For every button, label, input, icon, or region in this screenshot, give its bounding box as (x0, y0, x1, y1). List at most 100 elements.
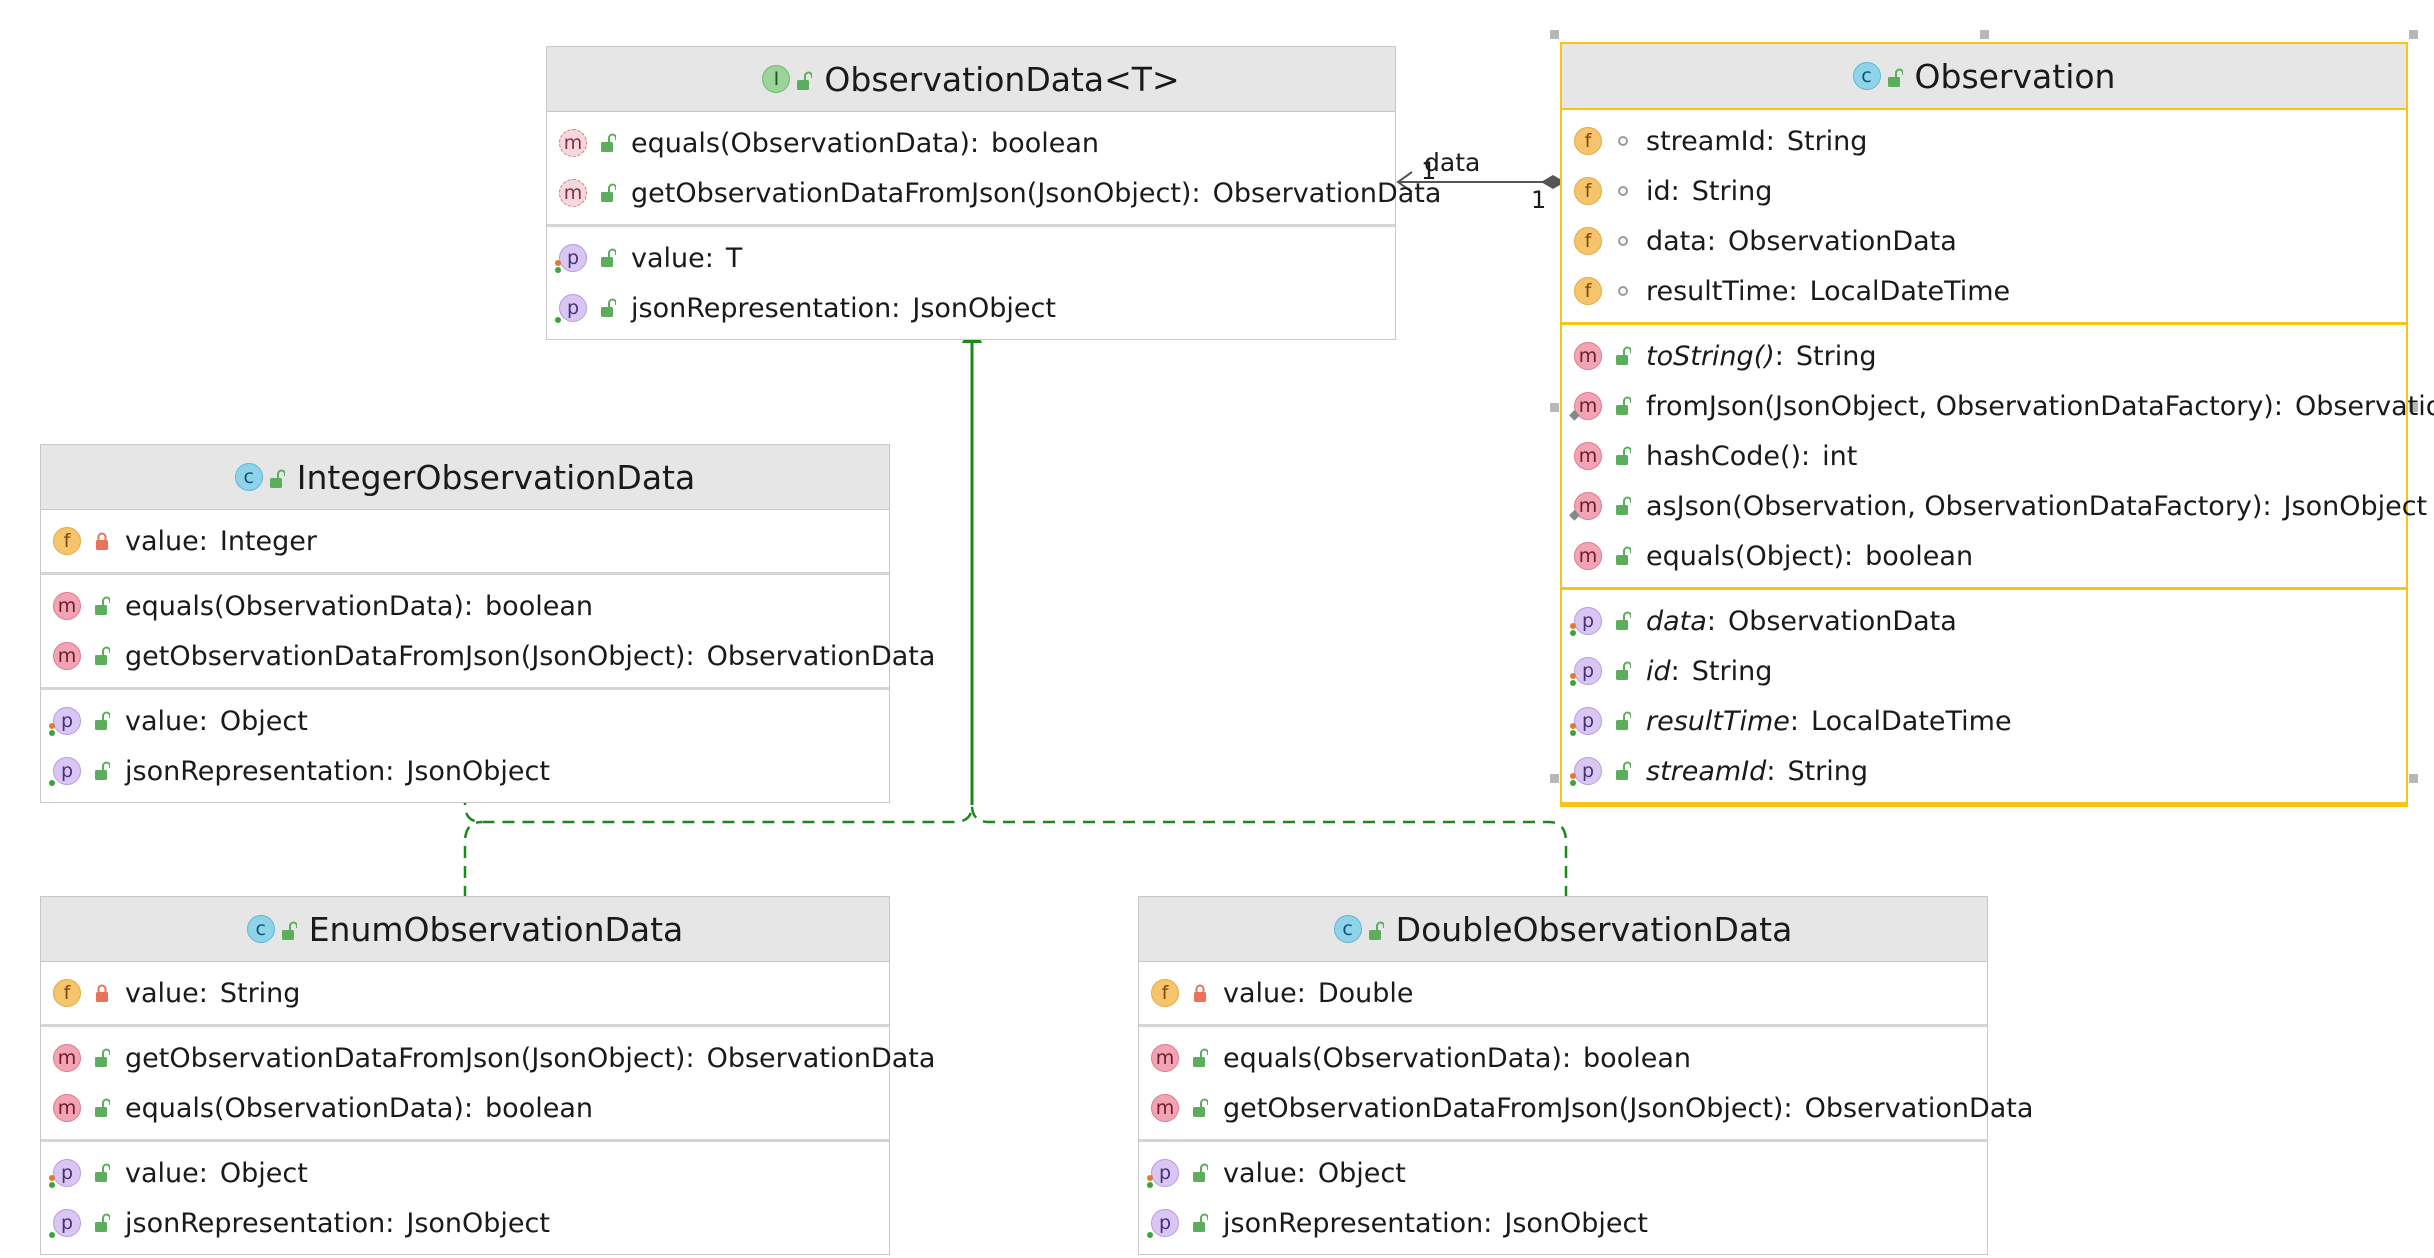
selection-handle[interactable] (2409, 403, 2418, 412)
accessor-marker-icon (555, 267, 561, 273)
selection-handle[interactable] (2409, 30, 2418, 39)
member-name: getObservationDataFromJson (631, 177, 1027, 209)
public-unlock-icon (796, 60, 814, 99)
member-name: equals (125, 590, 214, 622)
selection-handle[interactable] (1980, 30, 1989, 39)
public-unlock-icon (89, 596, 115, 616)
member-type: boolean (991, 127, 1099, 159)
accessor-marker-icon (49, 730, 55, 736)
class-header-icons: c (246, 910, 298, 949)
package-private-icon (1610, 136, 1636, 146)
type-separator: : (198, 705, 208, 737)
member-name: streamId (1646, 125, 1766, 157)
public-unlock-icon (89, 711, 115, 731)
class-icon: c (246, 915, 275, 943)
member-name: resultTime (1646, 705, 1790, 737)
selection-handle[interactable] (2409, 774, 2418, 783)
member-type: JsonObject (406, 1207, 550, 1239)
property-icon: p (555, 294, 587, 323)
public-unlock-icon (1610, 711, 1636, 731)
property-icon: p (49, 707, 81, 736)
public-unlock-icon (89, 1163, 115, 1183)
static-marker-icon: ◆ (1569, 507, 1580, 523)
accessor-marker-icon (49, 1232, 55, 1238)
public-unlock-icon (1610, 761, 1636, 781)
method-row[interactable]: m◆fromJson(JsonObject, ObservationDataFa… (1562, 381, 2434, 431)
member-params: (JsonObject, ObservationDataFactory) (1764, 390, 2274, 422)
type-separator: : (1766, 755, 1776, 787)
package-private-icon (1610, 186, 1636, 196)
member-name: equals (125, 1092, 214, 1124)
accessor-marker-icon (1147, 1182, 1153, 1188)
type-separator: : (1706, 225, 1716, 257)
member-params: (ObservationData) (1311, 1042, 1562, 1074)
public-unlock-icon (1610, 661, 1636, 681)
class-icon: c (1852, 62, 1881, 90)
selection-handle[interactable] (1550, 403, 1559, 412)
member-name: getObservationDataFromJson (125, 640, 521, 672)
member-name: getObservationDataFromJson (125, 1042, 521, 1074)
selection-handle[interactable] (1550, 30, 1559, 39)
type-separator: : (385, 1207, 395, 1239)
accessor-marker-icon (1570, 780, 1576, 786)
property-icon: p (1570, 707, 1602, 736)
member-name: toString (1646, 340, 1754, 372)
method-icon: m◆ (1569, 392, 1602, 423)
realization-edge-double (970, 804, 1568, 898)
method-icon: m (559, 129, 587, 157)
member-params: () (1753, 340, 1775, 372)
member-name: jsonRepresentation (1223, 1207, 1484, 1239)
association-arrowhead (1396, 171, 1413, 193)
member-name: equals (1223, 1042, 1312, 1074)
field-icon: f (53, 527, 81, 555)
method-row[interactable]: m◆asJson(Observation, ObservationDataFac… (1562, 481, 2427, 531)
member-name: value (125, 977, 199, 1009)
class-icon: c (234, 463, 263, 491)
selection-handle[interactable] (1550, 774, 1559, 783)
public-unlock-icon (595, 298, 621, 318)
public-unlock-icon (1610, 346, 1636, 366)
